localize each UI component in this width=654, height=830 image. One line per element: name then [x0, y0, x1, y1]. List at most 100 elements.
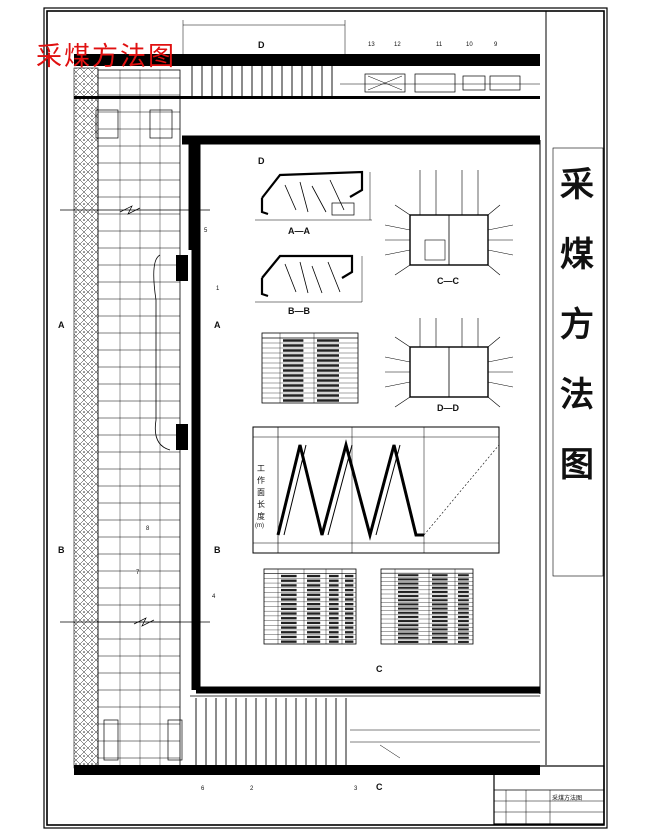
callout-number: 6 — [201, 786, 205, 792]
table-cell-text — [398, 615, 419, 618]
table-cell-text — [398, 599, 419, 602]
table-cell-text — [307, 612, 321, 615]
table-cell-text — [432, 574, 448, 577]
table-cell-text — [329, 598, 339, 601]
table-cell-text — [281, 584, 297, 587]
table-cell-text — [329, 574, 339, 578]
table-cell-text — [307, 588, 321, 592]
table-cell-text — [458, 636, 469, 639]
table-cell-text — [398, 624, 419, 627]
table-cell-text — [283, 354, 304, 357]
table-cell-text — [398, 620, 419, 623]
table-cell-text — [317, 384, 339, 387]
table-cell-text — [307, 593, 321, 596]
table-cell-text — [317, 364, 339, 367]
table-cell-text — [432, 582, 448, 585]
table-cell-text — [329, 602, 339, 606]
table-cell-text — [307, 621, 321, 625]
table-cell-text — [432, 615, 448, 618]
table-cell-text — [398, 595, 419, 598]
table-cell-text — [458, 578, 469, 581]
table-cell-text — [398, 628, 419, 631]
side-title-char: 采 — [560, 165, 594, 205]
side-title-char: 图 — [560, 445, 594, 485]
table-cell-text — [317, 354, 339, 357]
table-cell-text — [432, 607, 448, 610]
callout-number: 4 — [212, 594, 216, 600]
table-cell-text — [283, 384, 304, 387]
callout-number: 3 — [354, 786, 358, 792]
shearer-upper — [176, 255, 188, 281]
table-cell-text — [317, 379, 339, 382]
table-cell-text — [432, 599, 448, 602]
side-title-char: 方 — [560, 305, 594, 345]
table-cell-text — [432, 624, 448, 627]
table-cell-text — [307, 574, 321, 578]
table-cell-text — [329, 635, 339, 639]
table-cell-text — [432, 636, 448, 639]
table-cell-text — [458, 595, 469, 598]
lower-roadway-supports — [195, 698, 347, 765]
lower-roadway-wall — [74, 765, 540, 775]
table-cell-text — [432, 603, 448, 606]
red-handwritten-title: 采煤方法图 — [36, 42, 177, 72]
table-cell-text — [458, 615, 469, 618]
table-cell-text — [281, 607, 297, 611]
table-cell-text — [307, 607, 321, 611]
shearer-lower — [176, 424, 188, 450]
table-cell-text — [281, 626, 297, 629]
table-cell-text — [281, 574, 297, 578]
table-cell-text — [458, 632, 469, 635]
table-cell-text — [317, 399, 339, 402]
table-cell-text — [283, 339, 304, 342]
table-cell-text — [317, 344, 339, 347]
table-cell-text — [345, 626, 354, 629]
cut-marker: D — [258, 40, 265, 50]
table-cell-text — [283, 359, 304, 362]
table-cell-text — [281, 598, 297, 601]
callout-number: 7 — [136, 570, 140, 576]
coal-seam-hatch — [73, 67, 99, 769]
upper-roadway-wall-top — [74, 54, 540, 66]
lower-roadway-equipment — [350, 729, 540, 759]
section-cc-drawing — [384, 170, 514, 276]
table-cell-text — [317, 389, 339, 392]
section-label-bb: B—B — [288, 306, 310, 316]
title-strip-box — [552, 147, 604, 577]
table-cell-text — [432, 620, 448, 623]
cut-marker: C — [376, 664, 383, 674]
table-cell-text — [317, 374, 339, 377]
table-cell-text — [432, 611, 448, 614]
table-cell-text — [345, 593, 354, 596]
upper-roadway-equipment — [340, 73, 540, 93]
table-cell-text — [458, 586, 469, 589]
table-cell-text — [317, 394, 339, 397]
table-cell-text — [329, 631, 339, 634]
upper-roadway-supports — [191, 66, 333, 96]
table-cell-text — [329, 612, 339, 615]
table-cell-text — [458, 607, 469, 610]
table-cell-text — [281, 617, 297, 620]
table-cell-text — [398, 636, 419, 639]
table-cell-text — [329, 593, 339, 596]
chart-axis-char: 工 — [257, 464, 265, 473]
table-cell-text — [458, 574, 469, 577]
table-cell-text — [458, 603, 469, 606]
upper-roadway-wall-bottom — [74, 96, 540, 99]
callout-number: 5 — [204, 228, 208, 234]
chart-axis-char: (m) — [255, 523, 264, 529]
cut-marker: D — [258, 156, 265, 166]
cut-marker: A — [214, 320, 221, 330]
table-cell-text — [432, 628, 448, 631]
table-cell-text — [345, 607, 354, 611]
table-cell-text — [317, 339, 339, 342]
table-cell-text — [281, 593, 297, 596]
table-cell-text — [458, 590, 469, 593]
technical-table-right — [380, 568, 474, 645]
table-cell-text — [307, 584, 321, 587]
table-cell-text — [307, 635, 321, 639]
table-cell-text — [283, 394, 304, 397]
table-cell-text — [307, 617, 321, 620]
table-cell-text — [345, 635, 354, 639]
